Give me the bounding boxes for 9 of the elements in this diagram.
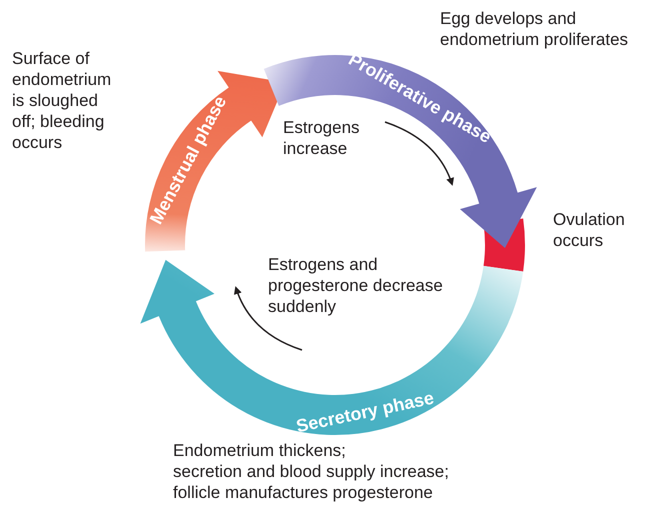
phase-note: Egg develops and endometrium proliferates bbox=[440, 8, 630, 50]
phase-note: Surface of endometrium is sloughed off; bleeding occurs bbox=[12, 48, 112, 153]
annotation-text: Ovulation occurs bbox=[553, 209, 626, 251]
phase-note: Endometrium thickens; bbox=[173, 440, 347, 461]
annotation-text: Estrogens and progesterone decrease suddenly bbox=[268, 254, 444, 317]
phase-label: Secretory phase bbox=[294, 389, 435, 436]
phase-note: secretion and blood supply increase; bbox=[173, 461, 450, 482]
annotation-text: Estrogens increase bbox=[283, 117, 361, 159]
phase-note: follicle manufactures progesterone bbox=[173, 482, 434, 503]
